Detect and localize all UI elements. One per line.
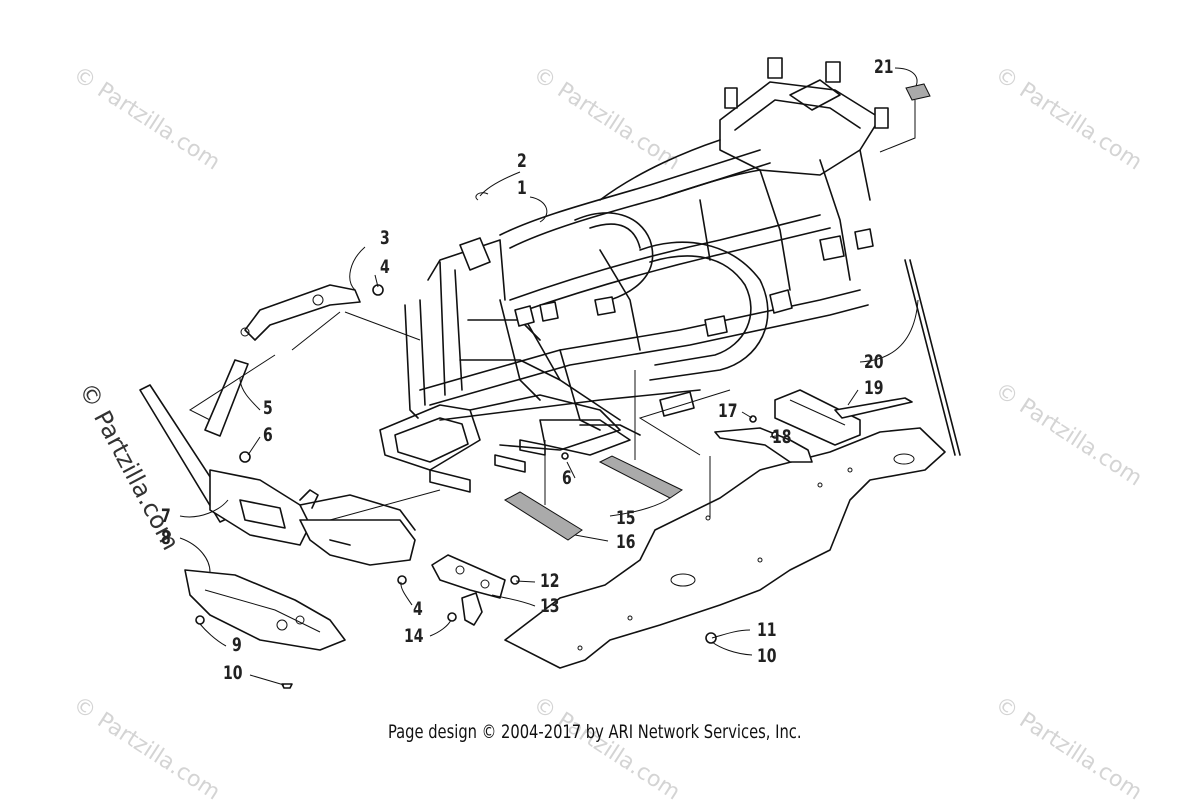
nut bbox=[397, 575, 407, 585]
callout-21[interactable]: 21 bbox=[874, 56, 894, 78]
bolt bbox=[239, 451, 251, 463]
support-rod bbox=[904, 259, 956, 456]
callout-17[interactable]: 17 bbox=[718, 400, 738, 422]
rear-bracket bbox=[774, 389, 913, 446]
callout-6[interactable]: 6 bbox=[562, 467, 572, 489]
main-frame bbox=[379, 57, 889, 493]
callout-14[interactable]: 14 bbox=[404, 625, 424, 647]
callout-7[interactable]: 7 bbox=[161, 505, 171, 527]
callout-3[interactable]: 3 bbox=[380, 227, 390, 249]
clip-part bbox=[475, 192, 489, 201]
callout-5[interactable]: 5 bbox=[263, 397, 273, 419]
callout-11[interactable]: 11 bbox=[757, 619, 777, 641]
callout-9[interactable]: 9 bbox=[232, 634, 242, 656]
main-skid-plate bbox=[504, 427, 946, 669]
callout-4[interactable]: 4 bbox=[380, 256, 390, 278]
leader-lines bbox=[179, 67, 919, 686]
screw bbox=[281, 683, 293, 689]
callout-6[interactable]: 6 bbox=[263, 424, 273, 446]
footwell-pad bbox=[504, 491, 583, 541]
callout-8[interactable]: 8 bbox=[161, 527, 171, 549]
front-bumper bbox=[139, 384, 416, 566]
page-footer: Page design © 2004-2017 by ARI Network S… bbox=[388, 721, 802, 743]
exploded-view-drawing bbox=[139, 57, 961, 689]
callout-18[interactable]: 18 bbox=[772, 426, 792, 448]
front-skid-plate bbox=[184, 569, 346, 651]
footwell-pad bbox=[598, 455, 684, 499]
front-upper-bracket bbox=[240, 284, 384, 341]
screw bbox=[195, 615, 205, 625]
callout-13[interactable]: 13 bbox=[540, 595, 560, 617]
front-brace bbox=[204, 359, 249, 437]
callout-4[interactable]: 4 bbox=[413, 598, 423, 620]
callout-1[interactable]: 1 bbox=[517, 177, 527, 199]
support-rod bbox=[909, 259, 961, 456]
callout-10[interactable]: 10 bbox=[757, 645, 777, 667]
callout-12[interactable]: 12 bbox=[540, 570, 560, 592]
callout-20[interactable]: 20 bbox=[864, 351, 884, 373]
decal bbox=[905, 83, 931, 101]
side-bracket bbox=[561, 415, 813, 463]
callout-2[interactable]: 2 bbox=[517, 150, 527, 172]
callout-16[interactable]: 16 bbox=[616, 531, 636, 553]
callout-19[interactable]: 19 bbox=[864, 377, 884, 399]
callout-15[interactable]: 15 bbox=[616, 507, 636, 529]
mounting-bracket bbox=[431, 554, 520, 626]
parts-diagram: © Partzilla.com © Partzilla.com © Partzi… bbox=[68, 56, 1146, 805]
callout-10[interactable]: 10 bbox=[223, 662, 243, 684]
